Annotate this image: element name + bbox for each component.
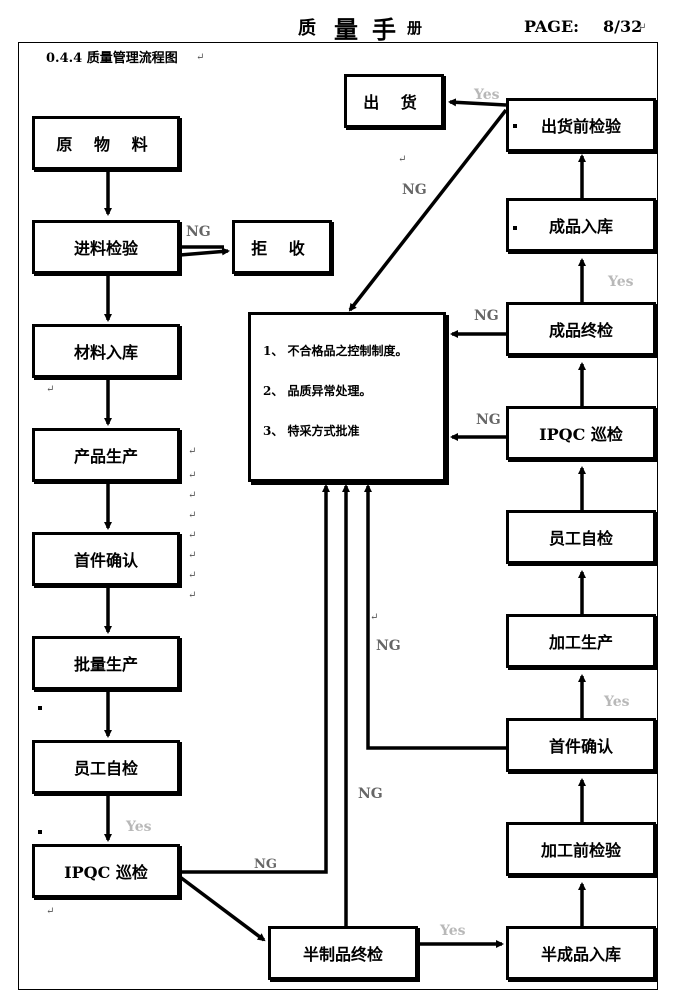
label-ng-pre-shipment: NG: [402, 182, 427, 198]
flow-box-semi-final-inspection: 半制品终检: [268, 926, 418, 980]
paragraph-mark: ↵: [188, 530, 197, 541]
flow-box-first-article-confirm: 首件确认: [32, 532, 180, 586]
flow-box-first-article-confirm-2: 首件确认: [506, 718, 656, 772]
paragraph-mark: ↵: [188, 490, 197, 501]
flow-box-mass-production: 批量生产: [32, 636, 180, 690]
header-title-char-3: 手: [372, 15, 396, 44]
arrow-pre-shipment-to-shipment: [448, 98, 507, 107]
label-ng-ipqc: NG: [254, 857, 277, 872]
header-page-number: 8/32: [603, 17, 643, 36]
arrow-first-article-ng-to-control: [364, 484, 506, 750]
header-title-char-2: 量: [334, 15, 358, 44]
bullet-marker: [513, 226, 517, 230]
paragraph-mark: ↵: [370, 612, 379, 623]
paragraph-mark: ↵: [196, 52, 205, 63]
flow-box-semi-warehousing: 半成品入库: [506, 926, 656, 980]
label-ng-ipqc-2: NG: [476, 412, 501, 428]
flow-box-finished-warehousing: 成品入库: [506, 198, 656, 252]
bullet-marker: [38, 830, 42, 834]
header-title-char-1: 质: [298, 18, 316, 39]
flow-box-material-warehousing: 材料入库: [32, 324, 180, 378]
label-yes-pre-shipment: Yes: [474, 87, 500, 103]
control-item-2: 2、 品质异常处理。: [263, 384, 372, 398]
flow-box-reject: 拒 收: [232, 220, 332, 274]
bullet-marker: [513, 124, 517, 128]
flow-box-pre-processing-inspection: 加工前检验: [506, 822, 656, 876]
paragraph-mark: ↵: [398, 154, 407, 165]
arrow-ipqc-to-semi-final: [178, 875, 266, 942]
bullet-marker: [38, 706, 42, 710]
flow-box-shipment: 出 货: [344, 74, 444, 128]
paragraph-mark: ↵: [188, 510, 197, 521]
paragraph-mark: ↵: [46, 384, 55, 395]
label-yes-semi-final: Yes: [440, 923, 466, 939]
paragraph-mark: ↵: [188, 446, 197, 457]
paragraph-mark: ↵: [188, 470, 197, 481]
label-yes-self-inspection: Yes: [126, 819, 152, 835]
control-item-3: 3、 特采方式批准: [263, 424, 360, 438]
paragraph-mark: ↵: [638, 22, 647, 33]
paragraph-mark: ↵: [46, 906, 55, 917]
flow-box-final-inspection: 成品终检: [506, 302, 656, 356]
arrow-ipqc-ng-to-control: [180, 484, 330, 874]
header-title-char-4: 册: [407, 19, 423, 37]
header-page-label: PAGE:: [524, 17, 580, 36]
flow-box-processing-production: 加工生产: [506, 614, 656, 668]
arrow-pre-shipment-ng-to-control: [348, 108, 508, 312]
flow-box-pre-shipment-inspection: 出货前检验: [506, 98, 656, 152]
flow-box-ipqc-patrol-2: IPQC 巡检: [506, 406, 656, 460]
flow-box-incoming-inspection: 进料检验: [32, 220, 180, 274]
flow-box-self-inspection: 员工自检: [32, 740, 180, 794]
control-item-1: 1、 不合格品之控制制度。: [263, 344, 408, 358]
flow-box-ipqc-patrol: IPQC 巡检: [32, 844, 180, 898]
flow-box-raw-material: 原 物 料: [32, 116, 180, 170]
flow-box-self-inspection-2: 员工自检: [506, 510, 656, 564]
label-yes-first-article-2: Yes: [604, 694, 630, 710]
page-frame: [18, 42, 658, 990]
label-ng-incoming: NG: [186, 224, 211, 240]
label-ng-first-article-2: NG: [376, 638, 401, 654]
arrow-incoming-to-reject-b: [179, 247, 230, 257]
paragraph-mark: ↵: [188, 550, 197, 561]
flow-box-production: 产品生产: [32, 428, 180, 482]
nonconformance-control-box: 1、 不合格品之控制制度。 2、 品质异常处理。 3、 特采方式批准: [248, 312, 446, 482]
label-yes-final: Yes: [608, 274, 634, 290]
paragraph-mark: ↵: [188, 570, 197, 581]
label-ng-final: NG: [474, 308, 499, 324]
paragraph-mark: ↵: [188, 590, 197, 601]
diagram-subtitle: 0.4.4 质量管理流程图: [46, 51, 178, 66]
label-ng-semi-final: NG: [358, 786, 383, 802]
